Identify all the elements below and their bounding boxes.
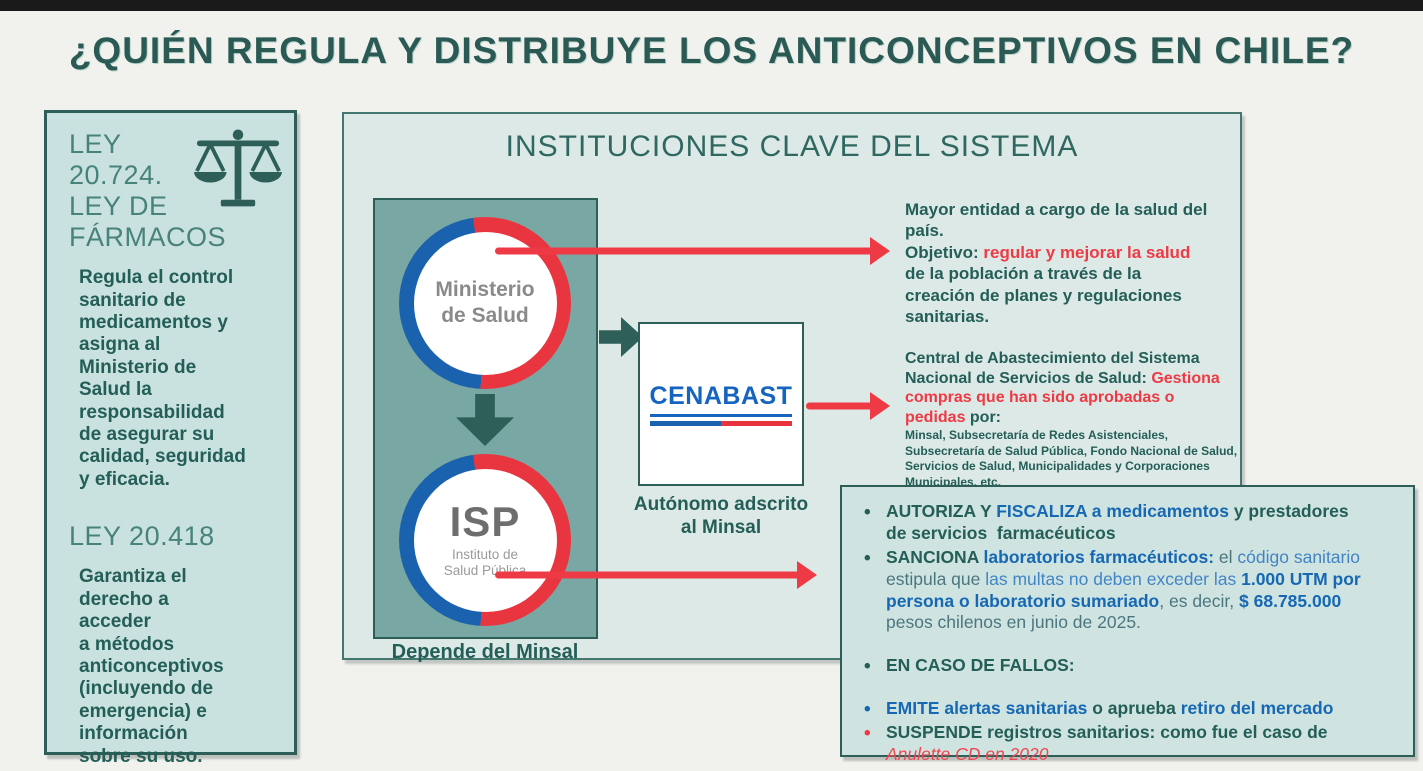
depends-caption: Depende del Minsal xyxy=(391,641,579,663)
cenabast-logo-bar xyxy=(649,421,793,426)
isp-circle: ISP Instituto de Salud Pública xyxy=(399,454,571,626)
isp-functions-list: AUTORIZA Y FISCALIZA a medicamentos y pr… xyxy=(864,501,1403,766)
cenabast-box: CENABAST xyxy=(638,322,804,486)
law1-text: Regula el control sanitario de medicamen… xyxy=(79,267,246,490)
list-item-autoriza: AUTORIZA Y FISCALIZA a medicamentos y pr… xyxy=(864,501,1403,545)
top-strip xyxy=(0,0,1423,11)
isp-functions-box: AUTORIZA Y FISCALIZA a medicamentos y pr… xyxy=(840,485,1415,764)
minsal-circle-inner: Ministerio de Salud xyxy=(413,231,557,375)
law2-text: Garantiza el derecho a acceder a métodos… xyxy=(79,566,224,767)
isp-acronym: ISP xyxy=(449,498,521,546)
law-card: LEY 20.724. LEY DE FÁRMACOS Regula el co… xyxy=(44,110,297,767)
red-arrow-cenabast-icon xyxy=(806,392,890,420)
red-arrow-minsal-icon xyxy=(495,237,890,265)
list-item-emite: EMITE alertas sanitarias o aprueba retir… xyxy=(864,698,1403,722)
list-item-suspende: SUSPENDE registros sanitarios: como fue … xyxy=(864,722,1403,766)
minsal-label: Ministerio de Salud xyxy=(435,277,535,327)
law2-title: LEY 20.418 xyxy=(69,521,215,552)
list-item-fallos: EN CASO DE FALLOS: xyxy=(864,655,1403,679)
red-arrow-isp-icon xyxy=(495,561,817,589)
justice-scales-icon xyxy=(190,129,286,215)
law1-title: LEY 20.724. LEY DE FÁRMACOS xyxy=(69,129,227,253)
cenabast-caption: Autónomo adscrito al Minsal xyxy=(633,494,809,538)
panel-title: INSTITUCIONES CLAVE DEL SISTEMA xyxy=(505,130,1079,163)
cenabast-note-detail: Minsal, Subsecretaría de Redes Asistenci… xyxy=(905,428,1238,489)
cenabast-logo-text: CENABAST xyxy=(649,382,793,417)
minsal-circle: Ministerio de Salud xyxy=(399,217,571,389)
isp-circle-inner: ISP Instituto de Salud Pública xyxy=(413,468,557,612)
cenabast-logo: CENABAST xyxy=(649,382,793,426)
list-item-sanciona: SANCIONA laboratorios farmacéuticos: el … xyxy=(864,547,1403,635)
page-title: ¿QUIÉN REGULA Y DISTRIBUYE LOS ANTICONCE… xyxy=(68,30,1355,71)
